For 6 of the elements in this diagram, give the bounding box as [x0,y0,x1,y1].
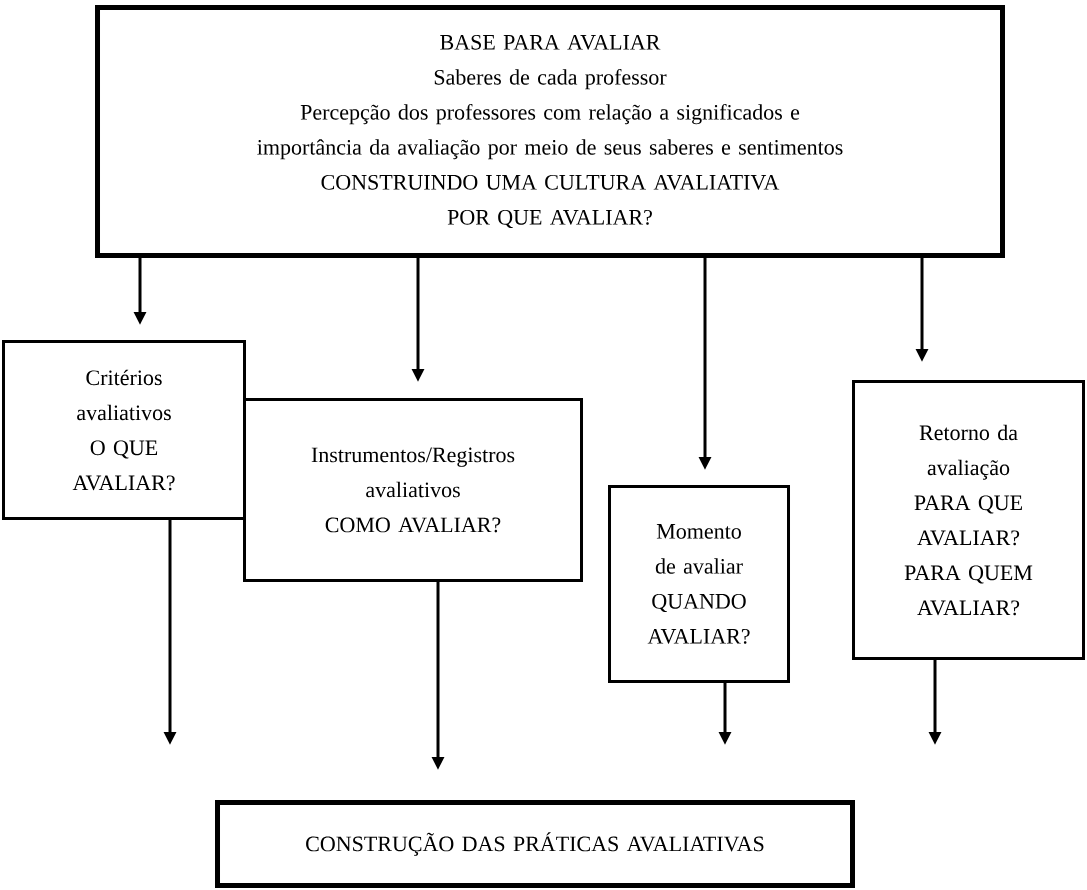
process-box: BASE PARA AVALIAR Saberes de cada professor Percepção dos professores com relação a significados e importância da avaliação por meio de seus saberes e sentimentos CONSTRUINDO UMA CULTURA AVALIATIVA POR QUE AVALIAR? [95,5,1005,258]
process-box: Instrumentos/Registros avaliativos COMO AVALIAR? [243,398,583,582]
process-box: Retorno da avaliação PARA QUE AVALIAR? PARA QUEM AVALIAR? [852,380,1085,660]
process-box: Momento de avaliar QUANDO AVALIAR? [608,485,790,683]
process-box: Critérios avaliativos O QUE AVALIAR? [2,340,246,520]
process-box: CONSTRUÇÃO DAS PRÁTICAS AVALIATIVAS [215,800,855,888]
